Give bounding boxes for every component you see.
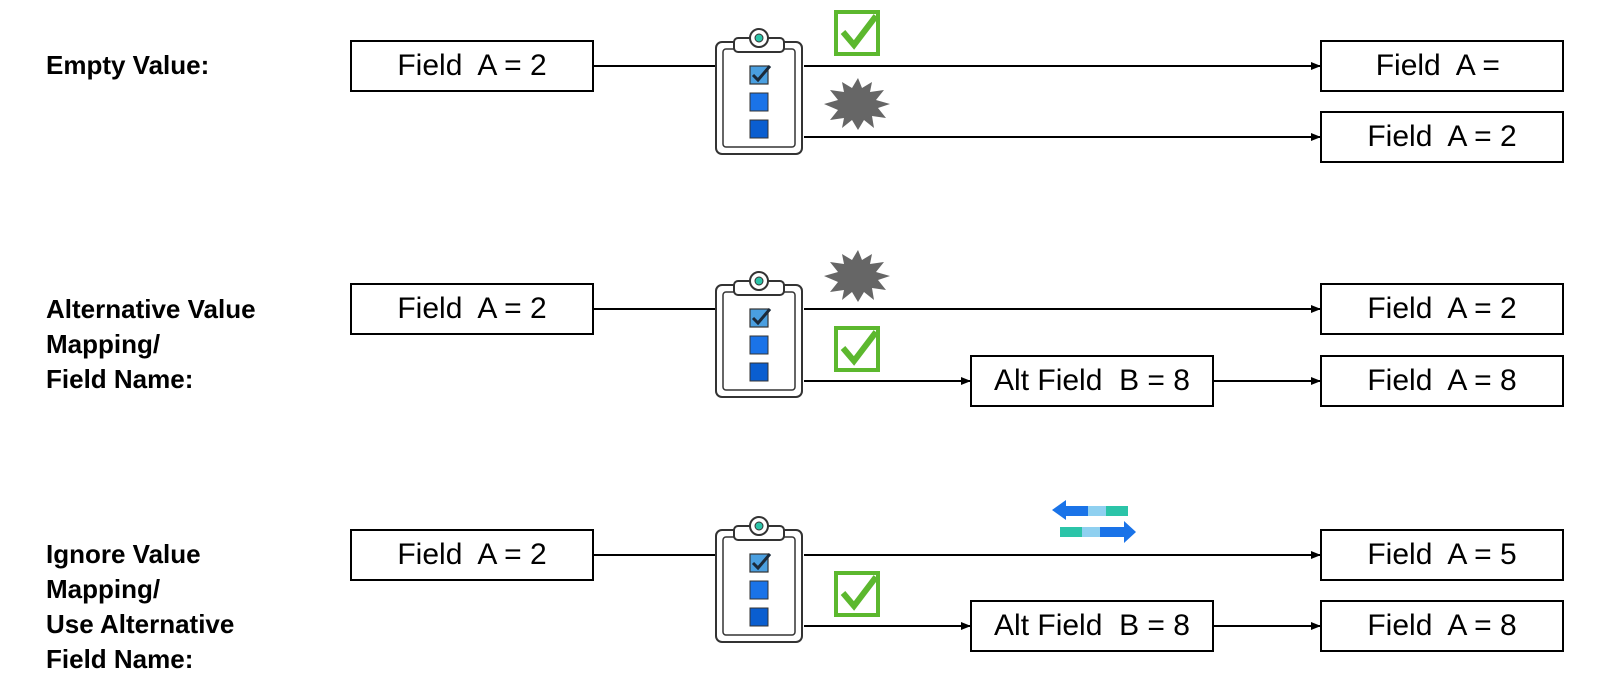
result-field-box: Field A = 2 xyxy=(1320,283,1564,335)
clipboard-icon xyxy=(714,27,804,156)
alt-field-box: Alt Field B = 8 xyxy=(970,600,1214,652)
result-field-box: Field A = 8 xyxy=(1320,600,1564,652)
row-2-connectors xyxy=(594,305,1321,385)
result-field-box: Field A = xyxy=(1320,40,1564,92)
swap-arrows-icon xyxy=(1052,500,1136,543)
result-field-box: Field A = 2 xyxy=(1320,111,1564,163)
result-field-box: Field A = 8 xyxy=(1320,355,1564,407)
clipboard-icon xyxy=(714,270,804,399)
result-field-box: Field A = 5 xyxy=(1320,529,1564,581)
row-label-ignore-value-mapping: Ignore Value Mapping/ Use Alternative Fi… xyxy=(46,539,235,674)
check-icon xyxy=(836,12,878,54)
error-burst-icon xyxy=(824,250,890,302)
source-field-box: Field A = 2 xyxy=(350,283,594,335)
source-field-box: Field A = 2 xyxy=(350,40,594,92)
alt-field-box: Alt Field B = 8 xyxy=(970,355,1214,407)
clipboard-icon xyxy=(714,515,804,644)
row-label-empty-value: Empty Value: xyxy=(46,50,210,80)
row-1-connectors xyxy=(594,62,1321,141)
source-field-box: Field A = 2 xyxy=(350,529,594,581)
row-label-alternative-value-mapping: Alternative Value Mapping/ Field Name: xyxy=(46,294,256,394)
check-icon xyxy=(836,573,878,615)
row-3-connectors xyxy=(594,551,1321,630)
error-burst-icon xyxy=(824,78,890,130)
check-icon xyxy=(836,328,878,370)
